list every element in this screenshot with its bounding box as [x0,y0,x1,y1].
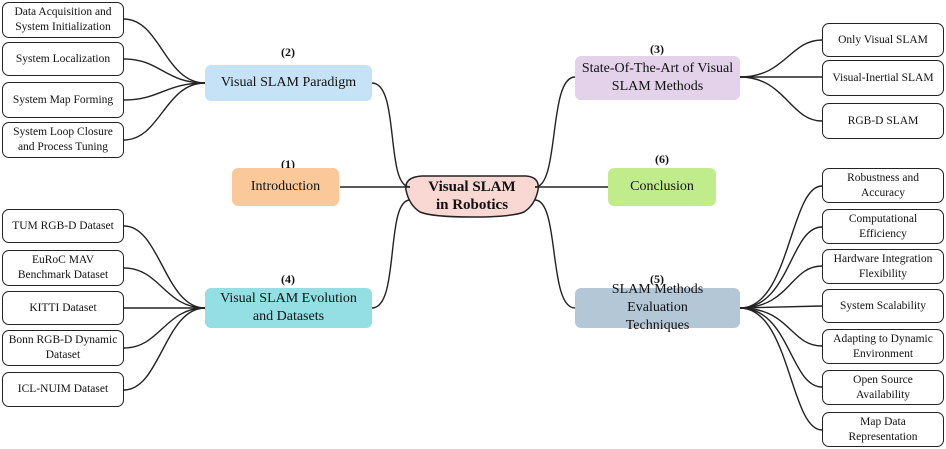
sota-number: (3) [650,42,664,56]
conclusion-number: (6) [655,152,669,166]
leaf-system-localization: System Localization [2,42,124,76]
category-state-of-the-art: State-Of-The-Art of Visual SLAM Methods [575,56,740,100]
center-node-shape [405,175,539,218]
category-evolution-datasets: Visual SLAM Evolution and Datasets [205,288,372,328]
leaf-icl-nuim: ICL-NUIM Dataset [2,372,124,407]
leaf-system-scalability: System Scalability [822,289,944,323]
leaf-robustness-accuracy: Robustness and Accuracy [822,168,944,203]
paradigm-number: (2) [281,45,295,59]
leaf-only-visual-slam: Only Visual SLAM [822,23,944,57]
evaluation-number: (5) [650,272,664,286]
category-introduction: Introduction [232,168,339,206]
leaf-euroc-mav: EuRoC MAV Benchmark Dataset [2,250,124,286]
leaf-system-map-forming: System Map Forming [2,82,124,118]
intro-number: (1) [281,157,295,171]
category-visual-slam-paradigm: Visual SLAM Paradigm [205,65,372,101]
center-node-label: Visual SLAM in Robotics [428,179,516,213]
leaf-open-source: Open Source Availability [822,370,944,405]
leaf-bonn-rgbd: Bonn RGB-D Dynamic Dataset [2,330,124,366]
leaf-loop-closure: System Loop Closure and Process Tuning [2,122,124,158]
leaf-adapting-dynamic: Adapting to Dynamic Environment [822,329,944,364]
leaf-computational-efficiency: Computational Efficiency [822,209,944,244]
category-evaluation-techniques: SLAM Methods Evaluation Techniques [575,282,740,333]
leaf-map-data-representation: Map Data Representation [822,412,944,447]
category-conclusion: Conclusion [608,168,716,206]
leaf-kitti: KITTI Dataset [2,291,124,325]
leaf-tum-rgbd: TUM RGB-D Dataset [2,209,124,243]
leaf-rgbd-slam: RGB-D SLAM [822,103,944,139]
evolution-number: (4) [281,272,295,286]
leaf-visual-inertial-slam: Visual-Inertial SLAM [822,60,944,96]
leaf-hardware-integration: Hardware Integration Flexibility [822,249,944,284]
leaf-data-acquisition: Data Acquisition and System Initializati… [2,2,124,38]
